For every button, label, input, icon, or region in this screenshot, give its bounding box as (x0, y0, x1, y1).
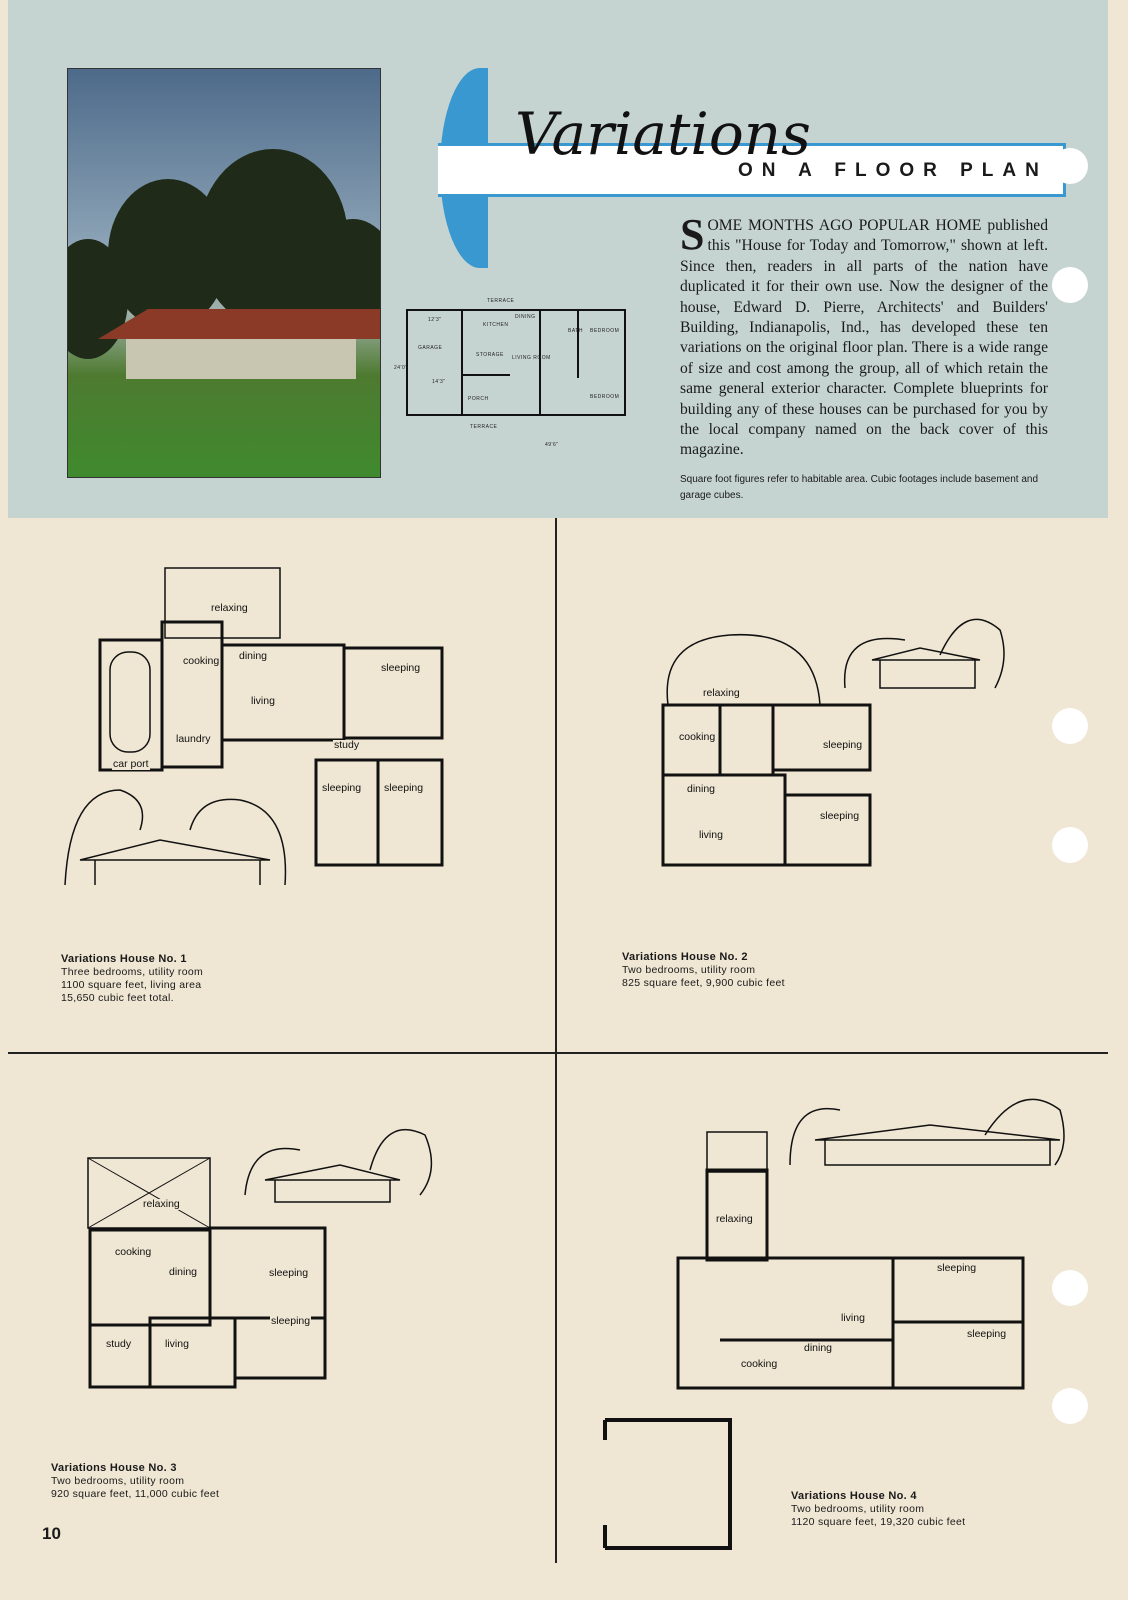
room-label: study (105, 1338, 133, 1350)
room-label: living (840, 1312, 866, 1324)
divider (8, 1052, 1108, 1054)
dimension-label: 24'0" (394, 365, 408, 371)
dimension-label: 14'3" (432, 379, 446, 385)
room-label: sleeping (819, 810, 861, 822)
plan-label: STORAGE (476, 352, 504, 358)
plan-label: PORCH (468, 396, 489, 402)
room-label: cooking (182, 655, 221, 667)
binder-hole (1052, 708, 1088, 744)
room-label: study (333, 739, 361, 751)
divider (555, 518, 557, 1563)
plan-label: GARAGE (418, 345, 443, 351)
room-label: relaxing (702, 687, 741, 699)
room-label: relaxing (142, 1198, 181, 1210)
room-label: living (698, 829, 724, 841)
plan-label: LIVING ROOM (512, 355, 551, 361)
binder-hole (1052, 267, 1088, 303)
house-4-caption: Variations House No. 4 Two bedrooms, uti… (791, 1490, 966, 1528)
plan-label: KITCHEN (483, 322, 509, 328)
room-label: laundry (175, 733, 212, 745)
binder-hole (1052, 827, 1088, 863)
house-photo (67, 68, 381, 478)
page-subtitle: ON A FLOOR PLAN (738, 160, 1048, 181)
dimension-label: 49'6" (545, 442, 559, 448)
house-2-caption: Variations House No. 2 Two bedrooms, uti… (622, 951, 785, 989)
room-label: living (250, 695, 276, 707)
plan-label: BATH (568, 328, 583, 334)
house-1-caption: Variations House No. 1 Three bedrooms, u… (61, 953, 204, 1004)
plan-label: DINING (515, 314, 536, 320)
dimension-label: 12'3" (428, 317, 442, 323)
room-label: sleeping (380, 662, 422, 674)
room-label: relaxing (210, 602, 249, 614)
plan-label: TERRACE (470, 424, 498, 430)
room-label: sleeping (383, 782, 425, 794)
room-label: relaxing (715, 1213, 754, 1225)
room-label: cooking (678, 731, 717, 743)
room-label: sleeping (270, 1315, 312, 1327)
page-number: 10 (42, 1524, 61, 1543)
room-label: sleeping (822, 739, 864, 751)
room-label: sleeping (936, 1262, 978, 1274)
room-label: dining (168, 1266, 199, 1278)
page-title: Variations (515, 100, 811, 168)
room-label: sleeping (966, 1328, 1008, 1340)
footnote: Square foot figures refer to habitable a… (680, 474, 1039, 501)
room-label: sleeping (268, 1267, 310, 1279)
binder-hole (1052, 148, 1088, 184)
binder-hole (1052, 1270, 1088, 1306)
room-label: dining (803, 1342, 834, 1354)
plan-label: BEDROOM (590, 394, 620, 400)
room-label: dining (686, 783, 717, 795)
room-label: living (164, 1338, 190, 1350)
room-label: cooking (740, 1358, 779, 1370)
room-label: cooking (114, 1246, 153, 1258)
plan-label: BEDROOM (590, 328, 620, 334)
room-label: car port (112, 758, 150, 770)
room-label: dining (238, 650, 269, 662)
binder-hole (1052, 1388, 1088, 1424)
title-banner (438, 143, 1066, 197)
room-label: sleeping (321, 782, 363, 794)
plan-label: TERRACE (487, 298, 515, 304)
house-3-caption: Variations House No. 3 Two bedrooms, uti… (51, 1462, 220, 1500)
